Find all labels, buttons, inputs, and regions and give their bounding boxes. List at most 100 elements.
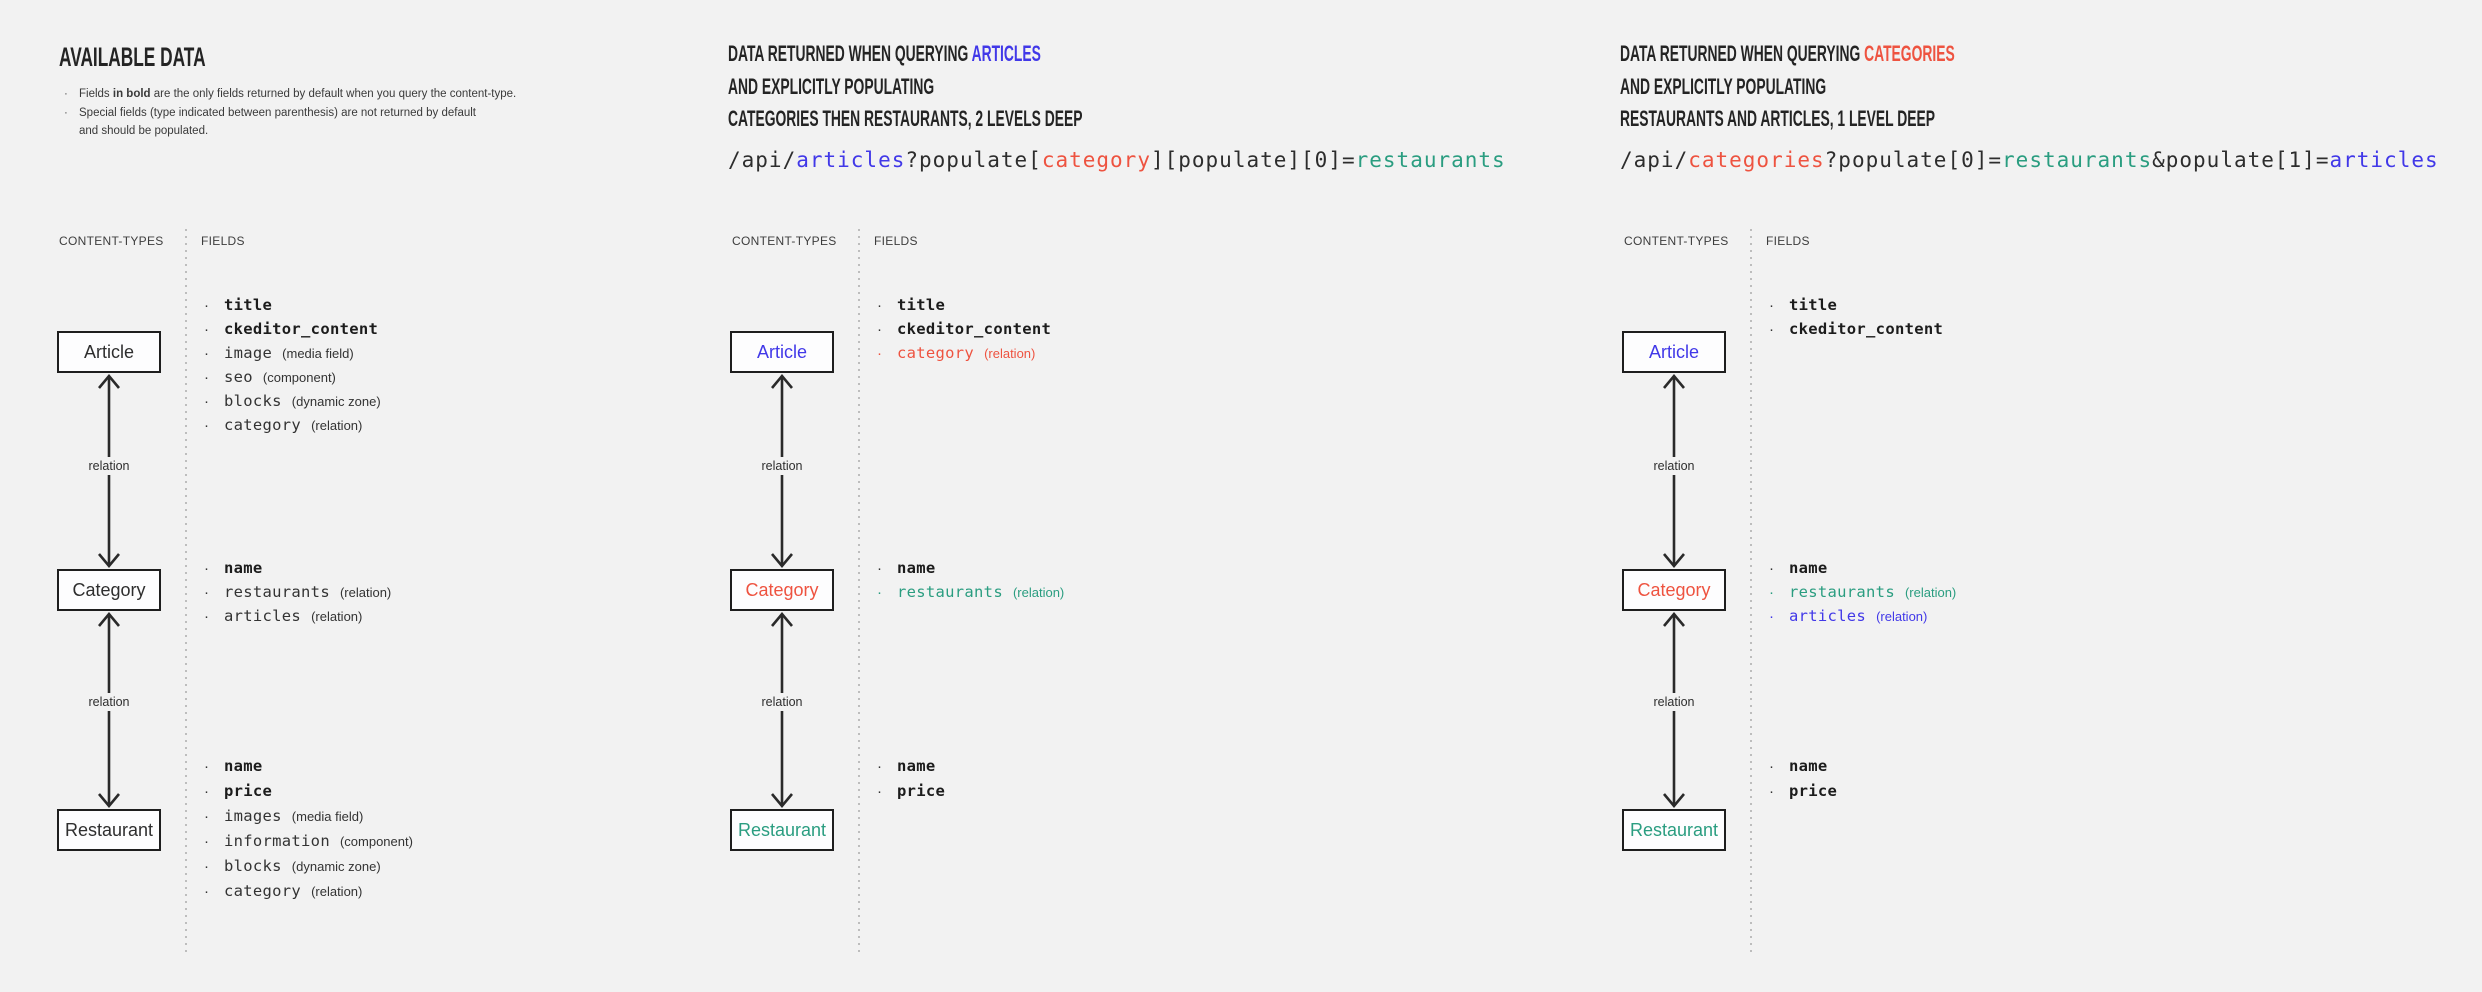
content-type-box-restaurant: Restaurant [1622, 809, 1726, 851]
content-type-box-article: Article [1622, 331, 1726, 373]
field-row: ckeditor_content [1766, 317, 1953, 341]
field-row: title [1766, 293, 1953, 317]
box-label: Article [83, 341, 134, 362]
relation-label: relation [83, 693, 135, 711]
note-item: Special fields (type indicated between p… [61, 104, 561, 141]
field-row: images (media field) [201, 804, 413, 829]
header-text: CATEGORIES THEN RESTAURANTS, 2 LEVELS DE… [728, 106, 1083, 131]
field-row: name [201, 556, 391, 580]
column-label-fields: FIELDS [874, 234, 918, 248]
query-segment: restaurants [1355, 148, 1506, 172]
relation-label: relation [756, 457, 808, 475]
field-type-annotation: (relation) [311, 609, 363, 624]
note-text: Special fields (type indicated between p… [79, 106, 476, 119]
note-text: Fields [79, 88, 113, 100]
field-name: name [897, 757, 936, 775]
field-name: name [897, 559, 936, 577]
header-text: AND EXPLICITLY POPULATING [1620, 73, 1827, 99]
field-name: name [1789, 757, 1828, 775]
field-row: seo(component) [201, 365, 388, 389]
field-name: title [224, 296, 273, 314]
box-label: Restaurant [1629, 819, 1719, 840]
query-segment: ?populate[0]= [1824, 148, 2003, 172]
field-row: category (relation) [201, 879, 413, 904]
box-label: Restaurant [737, 819, 827, 840]
header-highlight: ARTICLES [971, 41, 1041, 66]
query-segment: /api/ [1620, 148, 1689, 172]
field-name: category [224, 882, 302, 900]
field-row: restaurants(relation) [874, 580, 1064, 604]
api-query: /api/categories?populate[0]=restaurants&… [1620, 148, 2439, 172]
field-list-restaurant: name price images(media field) informati… [201, 754, 413, 904]
field-name: articles [1789, 607, 1867, 625]
field-name: price [224, 782, 273, 800]
column-separator [185, 229, 187, 953]
field-type-annotation: (component) [339, 834, 413, 849]
field-list-article: title ckeditor_content category(relation… [874, 293, 1061, 365]
panel-header: DATA RETURNED WHEN QUERYING ARTICLES AND… [728, 38, 1083, 136]
box-label: Article [756, 341, 807, 362]
field-type-annotation: (relation) [311, 884, 363, 899]
field-name: restaurants [224, 583, 330, 601]
field-row: title [874, 293, 1061, 317]
field-type-annotation: (relation) [311, 418, 363, 433]
field-name: seo [224, 368, 253, 386]
field-list-restaurant: name price [1766, 754, 1847, 804]
field-name: category [897, 344, 975, 362]
field-name: ckeditor_content [224, 320, 379, 338]
field-type-annotation: (dynamic zone) [291, 394, 381, 409]
field-type-annotation: (relation) [1876, 609, 1928, 624]
field-row: name [1766, 556, 1956, 580]
query-segment: restaurants [2002, 148, 2153, 172]
field-name: images [224, 807, 282, 825]
relation-label: relation [756, 693, 808, 711]
content-type-box-restaurant: Restaurant [730, 809, 834, 851]
field-row: blocks (dynamic zone) [201, 389, 388, 413]
field-row: ckeditor_content [201, 317, 388, 341]
header-highlight: CATEGORIES [1864, 41, 1955, 66]
field-list-category: name restaurants(relation) [874, 556, 1064, 604]
header-text: AND EXPLICITLY POPULATING [728, 73, 935, 99]
field-row: category(relation) [874, 341, 1061, 365]
column-label-content-types: CONTENT-TYPES [732, 234, 837, 248]
note-text: and should be populated. [79, 125, 209, 137]
field-row: information(component) [201, 829, 413, 854]
field-list-category: name restaurants (relation) articles (rela… [201, 556, 391, 628]
field-type-annotation: (relation) [339, 585, 392, 600]
field-name: ckeditor_content [1789, 320, 1944, 338]
field-row: articles (relation) [1766, 604, 1956, 628]
query-segment: ?populate[ [905, 148, 1042, 172]
column-label-content-types: CONTENT-TYPES [1624, 234, 1729, 248]
page-title: AVAILABLE DATA [59, 42, 206, 72]
content-type-box-restaurant: Restaurant [57, 809, 161, 851]
header-text: DATA RETURNED WHEN QUERYING [728, 41, 972, 66]
query-segment: &populate[1]= [2152, 148, 2330, 172]
column-separator [858, 229, 860, 953]
relation-label: relation [83, 457, 135, 475]
field-list-category: name restaurants(relation) articles(rela… [1766, 556, 1956, 628]
field-type-annotation: (media field) [291, 809, 364, 824]
field-row: price [1766, 779, 1847, 804]
field-name: title [1789, 296, 1838, 314]
field-type-annotation: (relation) [1904, 585, 1957, 600]
relation-label: relation [1648, 693, 1700, 711]
panel-query-articles: DATA RETURNED WHEN QUERYING ARTICLES AND… [728, 0, 1578, 992]
column-label-fields: FIELDS [1766, 234, 1810, 248]
field-name: restaurants [897, 583, 1003, 601]
query-segment: category [1041, 148, 1151, 172]
field-name: blocks [224, 857, 282, 875]
box-label: Restaurant [64, 819, 154, 840]
notes-list: Fields in bold are the only fields retur… [61, 85, 561, 141]
note-text: are the only fields returned by default … [150, 88, 517, 100]
field-type-annotation: (dynamic zone) [291, 859, 381, 874]
note-item: Fields in bold are the only fields retur… [61, 85, 561, 104]
field-name: blocks [224, 392, 282, 410]
relation-label: relation [1648, 457, 1700, 475]
query-segment: ][populate][0]= [1150, 148, 1356, 172]
field-name: articles [224, 607, 302, 625]
panel-available-data: AVAILABLE DATA Fields in bold are the on… [55, 0, 695, 992]
column-label-content-types: CONTENT-TYPES [59, 234, 164, 248]
field-name: ckeditor_content [897, 320, 1052, 338]
field-row: name [1766, 754, 1847, 779]
field-row: ckeditor_content [874, 317, 1061, 341]
